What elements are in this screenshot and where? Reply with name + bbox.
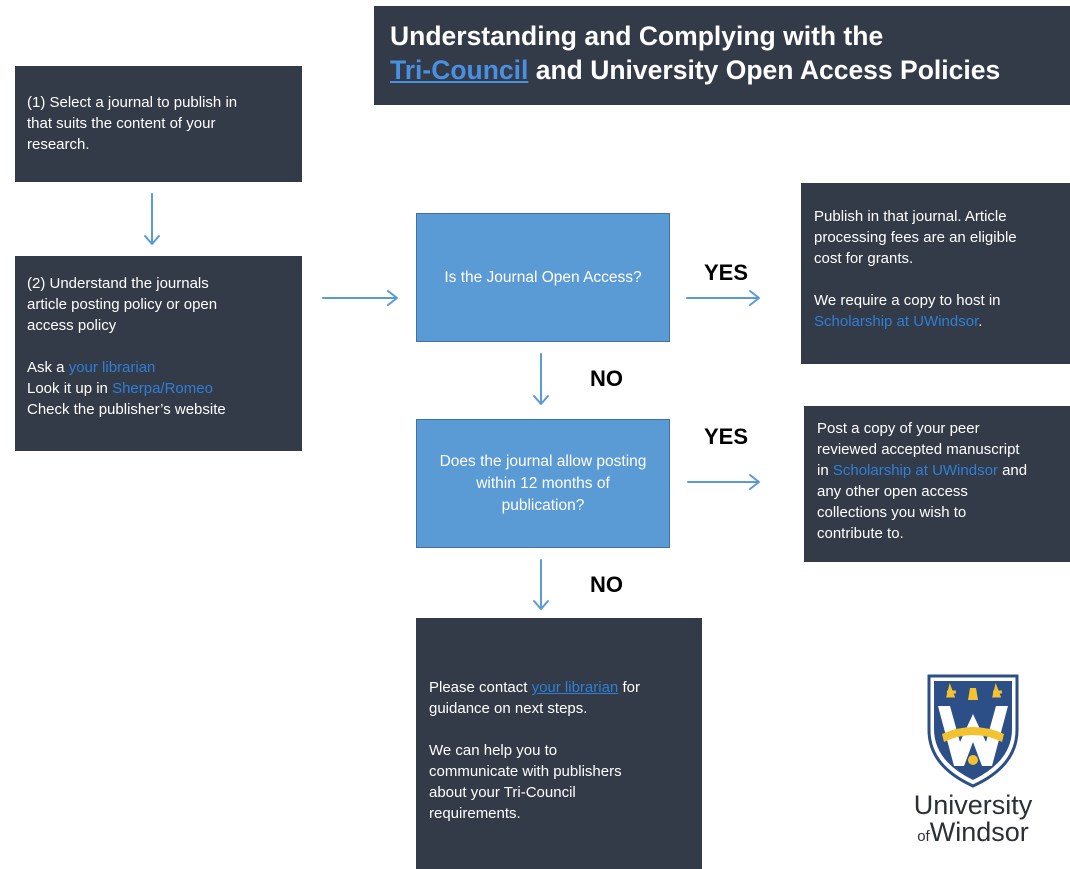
step2-line: article posting policy or open bbox=[27, 296, 218, 313]
question-open-access-box: Is the Journal Open Access? bbox=[416, 213, 670, 342]
contact-prefix: Please contact bbox=[429, 679, 532, 696]
logo-text-university: University bbox=[913, 790, 1033, 820]
result-publish-box: Publish in that journal. Article process… bbox=[801, 183, 1070, 364]
contact-suffix: for bbox=[618, 679, 640, 696]
title-line-2-rest: and University Open Access Policies bbox=[528, 55, 1001, 85]
tri-council-link[interactable]: Tri-Council bbox=[390, 55, 529, 85]
step2-box: (2) Understand the journals article post… bbox=[15, 256, 302, 451]
host-link-line: Scholarship at UWindsor. bbox=[814, 311, 1070, 332]
step2-line: access policy bbox=[27, 317, 117, 334]
title-line-1: Understanding and Complying with the bbox=[390, 21, 884, 51]
ask-librarian-line: Ask a your librarian bbox=[27, 357, 292, 378]
host-end: . bbox=[978, 313, 983, 330]
contact-line: Please contact your librarian for bbox=[429, 677, 702, 698]
result-post-line: contribute to. bbox=[817, 525, 904, 542]
arrow-question1-no bbox=[533, 353, 549, 405]
result-publish-line: cost for grants. bbox=[814, 250, 914, 267]
result-post-suffix: and bbox=[997, 462, 1028, 479]
logo-text-of: of bbox=[917, 828, 930, 845]
arrow-step2-to-question1 bbox=[322, 290, 398, 306]
result-contact-box: Please contact your librarian for guidan… bbox=[416, 618, 702, 869]
shield-icon bbox=[927, 674, 1019, 788]
question-posting-box: Does the journal allow posting within 12… bbox=[416, 419, 670, 548]
lookup-prefix: Look it up in bbox=[27, 380, 113, 397]
your-librarian-link[interactable]: your librarian bbox=[68, 359, 156, 376]
help-line: communicate with publishers bbox=[429, 763, 622, 780]
host-line: We require a copy to host in bbox=[814, 292, 1001, 309]
result-publish-line: Publish in that journal. Article bbox=[814, 208, 1007, 225]
lookup-line: Look it up in Sherpa/Romeo bbox=[27, 378, 292, 399]
your-librarian-link[interactable]: your librarian bbox=[531, 679, 619, 696]
result-publish-line: processing fees are an eligible bbox=[814, 229, 1017, 246]
help-line: We can help you to bbox=[429, 742, 558, 759]
logo-text-windsor-word: Windsor bbox=[929, 817, 1029, 847]
result-post-prefix: in bbox=[817, 462, 833, 479]
help-line: requirements. bbox=[429, 805, 521, 822]
question-open-access-text: Is the Journal Open Access? bbox=[444, 268, 642, 286]
step1-box: (1) Select a journal to publish in that … bbox=[15, 66, 302, 182]
yes-label-2: YES bbox=[704, 424, 749, 449]
no-label-1: NO bbox=[590, 366, 623, 391]
arrow-question1-yes bbox=[686, 290, 760, 306]
step1-line: research. bbox=[27, 136, 90, 153]
result-post-link-line: in Scholarship at UWindsor and bbox=[817, 460, 1070, 481]
arrow-question2-no bbox=[533, 559, 549, 610]
scholarship-uwindsor-link[interactable]: Scholarship at UWindsor bbox=[814, 313, 979, 330]
arrow-question2-yes bbox=[687, 474, 760, 490]
page-title: Understanding and Complying with the Tri… bbox=[374, 6, 1070, 105]
title-line-2: Tri-Council and University Open Access P… bbox=[390, 53, 1070, 87]
check-publisher-line: Check the publisher’s website bbox=[27, 401, 226, 418]
result-post-line: collections you wish to bbox=[817, 504, 967, 521]
step2-line: (2) Understand the journals bbox=[27, 275, 209, 292]
result-post-line: any other open access bbox=[817, 483, 968, 500]
logo-text-windsor: ofWindsor bbox=[898, 817, 1048, 852]
result-post-line: reviewed accepted manuscript bbox=[817, 441, 1020, 458]
contact-line-2: guidance on next steps. bbox=[429, 700, 588, 717]
result-post-copy-box: Post a copy of your peer reviewed accept… bbox=[804, 406, 1070, 562]
yes-label-1: YES bbox=[704, 260, 749, 285]
result-post-line: Post a copy of your peer bbox=[817, 420, 980, 437]
university-logo: University ofWindsor bbox=[898, 672, 1048, 862]
sherpa-romeo-link[interactable]: Sherpa/Romeo bbox=[112, 380, 213, 397]
scholarship-uwindsor-link[interactable]: Scholarship at UWindsor bbox=[832, 462, 998, 479]
no-label-2: NO bbox=[590, 572, 623, 597]
step1-line: that suits the content of your bbox=[27, 115, 216, 132]
question-posting-text: Does the journal allow posting within 12… bbox=[439, 452, 647, 514]
arrow-step1-to-step2 bbox=[144, 193, 160, 245]
ask-prefix: Ask a bbox=[27, 359, 69, 376]
step1-line: (1) Select a journal to publish in bbox=[27, 94, 238, 111]
help-line: about your Tri-Council bbox=[429, 784, 576, 801]
